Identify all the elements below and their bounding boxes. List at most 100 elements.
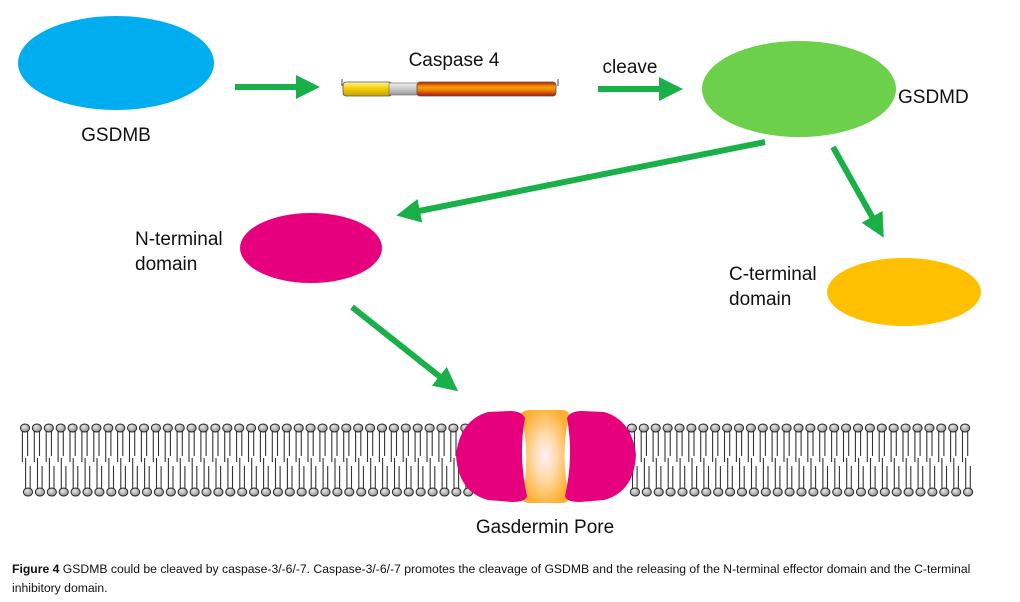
lipid-lower	[641, 458, 652, 497]
lipid-lower	[879, 458, 890, 497]
gsdmd-label: GSDMD	[898, 87, 969, 108]
lipid-lower	[403, 458, 414, 497]
lipid-upper	[55, 423, 66, 462]
lipid-upper	[424, 423, 435, 462]
lipid-lower	[653, 458, 664, 497]
lipid-upper	[817, 423, 828, 462]
lipid-lower	[665, 458, 676, 497]
gasdermin-pore-label: Gasdermin Pore	[476, 517, 614, 538]
lipid-upper	[686, 423, 697, 462]
lipid-lower	[22, 458, 34, 497]
lipid-upper	[733, 423, 745, 462]
n-terminal-label-line1: N-terminal	[135, 229, 223, 250]
lipid-upper	[234, 423, 245, 462]
lipid-lower	[213, 458, 224, 497]
lipid-lower	[153, 458, 164, 497]
lipid-upper	[162, 423, 173, 462]
lipid-lower	[249, 458, 260, 497]
gsdmb-label: GSDMB	[81, 125, 151, 146]
lipid-lower	[332, 458, 343, 497]
lipid-upper	[43, 423, 54, 462]
lipid-lower	[713, 458, 724, 497]
lipid-lower	[725, 458, 736, 497]
lipid-lower	[118, 458, 129, 497]
caspase-prodomain	[342, 81, 393, 97]
pathway-arrows	[235, 75, 884, 392]
n-terminal-ellipse	[240, 213, 382, 283]
lipid-lower	[368, 458, 379, 497]
arrow-n-terminal-to-pore	[350, 304, 459, 392]
lipid-lower	[963, 458, 974, 497]
lipid-upper	[698, 423, 709, 462]
lipid-lower	[391, 458, 402, 497]
lipid-lower	[951, 458, 962, 497]
cleave-label: cleave	[603, 57, 658, 78]
lipid-upper	[769, 423, 780, 462]
lipid-lower	[748, 458, 760, 497]
lipid-upper	[341, 423, 352, 462]
lipid-lower	[141, 458, 153, 497]
lipid-lower	[915, 458, 926, 497]
lipid-lower	[296, 458, 307, 497]
lipid-lower	[284, 458, 295, 497]
lipid-lower	[927, 458, 938, 497]
caspase-catalytic-domain	[416, 81, 557, 97]
gsdmd-ellipse	[702, 41, 896, 137]
n-terminal-label-line2: domain	[135, 254, 197, 275]
lipid-upper	[222, 423, 233, 462]
lipid-lower	[201, 458, 212, 497]
arrow-gsdmd-to-c-terminal	[830, 145, 884, 238]
lipid-lower	[260, 458, 272, 497]
lipid-lower	[94, 458, 105, 497]
lipid-lower	[34, 458, 46, 497]
lipid-upper	[19, 423, 31, 462]
lipid-lower	[46, 458, 57, 497]
lipid-lower	[855, 458, 867, 497]
lipid-upper	[912, 423, 923, 462]
lipid-lower	[784, 458, 795, 497]
lipid-upper	[722, 423, 733, 462]
figure-label: Figure 4	[12, 562, 60, 576]
lipid-lower	[165, 458, 176, 497]
lipid-upper	[150, 423, 161, 462]
lipid-upper	[365, 423, 376, 462]
caspase-linker	[388, 82, 421, 96]
lipid-upper	[127, 423, 138, 462]
lipid-upper	[138, 423, 150, 462]
lipid-lower	[379, 458, 391, 497]
lipid-lower	[772, 458, 783, 497]
lipid-lower	[177, 458, 188, 497]
lipid-upper	[829, 423, 840, 462]
lipid-lower	[891, 458, 902, 497]
c-terminal-label-line1: C-terminal	[729, 264, 817, 285]
pore-subunit-right	[565, 411, 636, 502]
lipid-upper	[864, 423, 876, 462]
lipid-lower	[760, 458, 771, 497]
lipid-lower	[344, 458, 355, 497]
pore-channel	[521, 410, 569, 503]
lipid-upper	[79, 423, 90, 462]
lipid-upper	[841, 423, 852, 462]
lipid-lower	[820, 458, 831, 497]
lipid-upper	[257, 423, 269, 462]
lipid-upper	[876, 423, 887, 462]
caspase-4-protein	[341, 79, 559, 97]
lipid-lower	[415, 458, 426, 497]
lipid-bilayer-membrane	[19, 423, 974, 497]
gsdmb-ellipse	[18, 16, 214, 110]
lipid-lower	[689, 458, 700, 497]
lipid-upper	[198, 423, 209, 462]
lipid-upper	[400, 423, 411, 462]
lipid-lower	[796, 458, 807, 497]
lipid-upper	[91, 423, 102, 462]
lipid-upper	[305, 423, 316, 462]
lipid-upper	[960, 423, 971, 462]
lipid-upper	[948, 423, 959, 462]
lipid-upper	[674, 423, 685, 462]
lipid-upper	[412, 423, 423, 462]
lipid-upper	[115, 423, 126, 462]
lipid-lower	[832, 458, 843, 497]
lipid-upper	[805, 423, 816, 462]
lipid-upper	[852, 423, 864, 462]
lipid-upper	[103, 423, 114, 462]
